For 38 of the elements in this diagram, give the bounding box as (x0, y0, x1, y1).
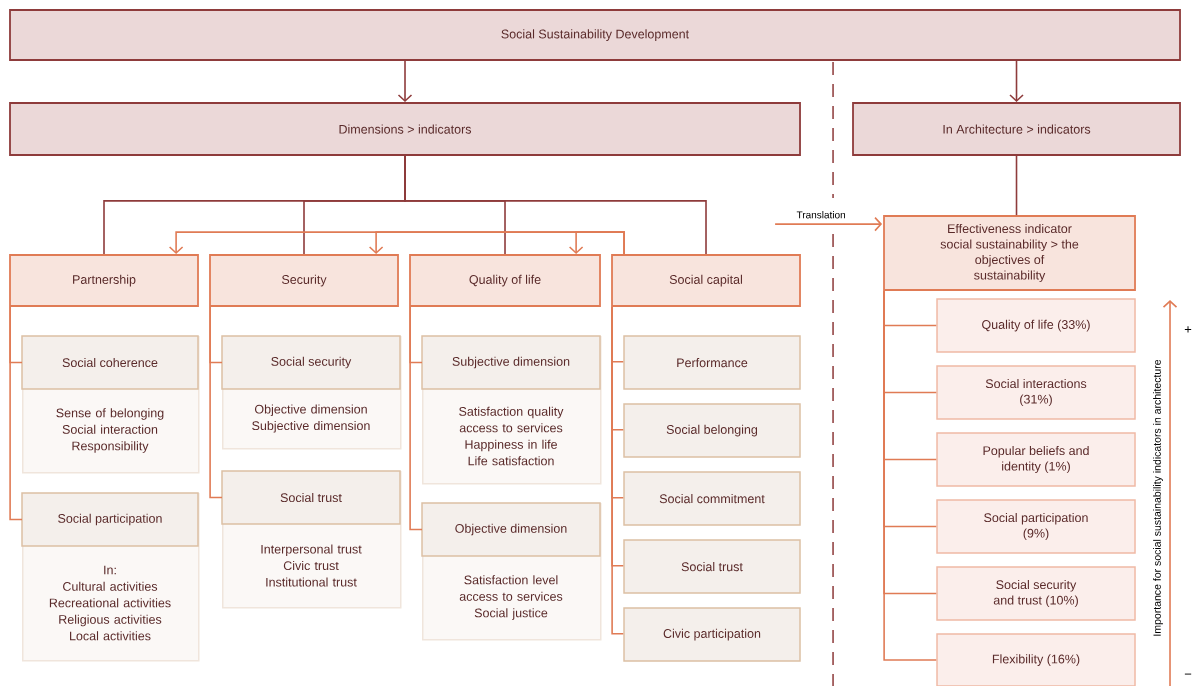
indicator-box: Social security and trust (10%) (936, 566, 1136, 621)
connector (9, 306, 23, 521)
indicator-box: Social trust (623, 539, 801, 594)
indicator-card: Social trust Interpersonal trust Civic trust Institutional trust (221, 470, 402, 609)
connector (409, 306, 423, 531)
indicator-box: Social commitment (623, 471, 801, 526)
dimension-box: Partnership (9, 254, 199, 307)
edge-label: Translation (795, 209, 848, 220)
dimension-box: Quality of life (409, 254, 601, 307)
indicator-box: Flexibility (16%) (936, 633, 1136, 686)
connector (397, 60, 413, 103)
connector (568, 231, 625, 255)
minus-sign: − (1184, 673, 1192, 675)
indicator-box: Social participation (9%) (936, 499, 1136, 554)
indicator-box: Popular beliefs and identity (1%) (936, 432, 1136, 487)
indicator-box: Quality of life (33%) (936, 298, 1136, 353)
header-box: In Architecture > indicators (852, 102, 1181, 156)
header-box: Effectiveness indicator social sustainability > the objectives of sustainability (883, 215, 1136, 291)
indicator-card: Social participation In: Cultural activities Recreational activities Religious activities Local activities (21, 492, 200, 662)
plus-sign: + (1184, 326, 1192, 333)
indicator-box: Performance (623, 335, 801, 390)
indicator-card: Social coherence Sense of belonging Social interaction Responsibility (21, 335, 200, 474)
connector (1009, 60, 1024, 103)
banner-box: Social Sustainability Development (9, 9, 1181, 61)
axis-label: Importance for social sustainability indicators in architecture (1153, 359, 1163, 636)
indicator-box: Social interactions (31%) (936, 365, 1136, 420)
indicator-card: Subjective dimension Satisfaction quality access to services Happiness in life Life satisfaction (421, 335, 602, 485)
indicator-card: Social security Objective dimension Subjective dimension (221, 335, 402, 450)
indicator-box: Civic participation (623, 607, 801, 662)
indicator-box: Social belonging (623, 403, 801, 458)
indicator-card: Objective dimension Satisfaction level access to services Social justice (421, 502, 602, 641)
connector (209, 306, 223, 499)
connector (611, 306, 625, 635)
dimension-box: Security (209, 254, 399, 307)
connector (774, 216, 883, 232)
dimension-box: Social capital (611, 254, 801, 307)
header-box: Dimensions > indicators (9, 102, 801, 156)
connector (1015, 155, 1018, 216)
